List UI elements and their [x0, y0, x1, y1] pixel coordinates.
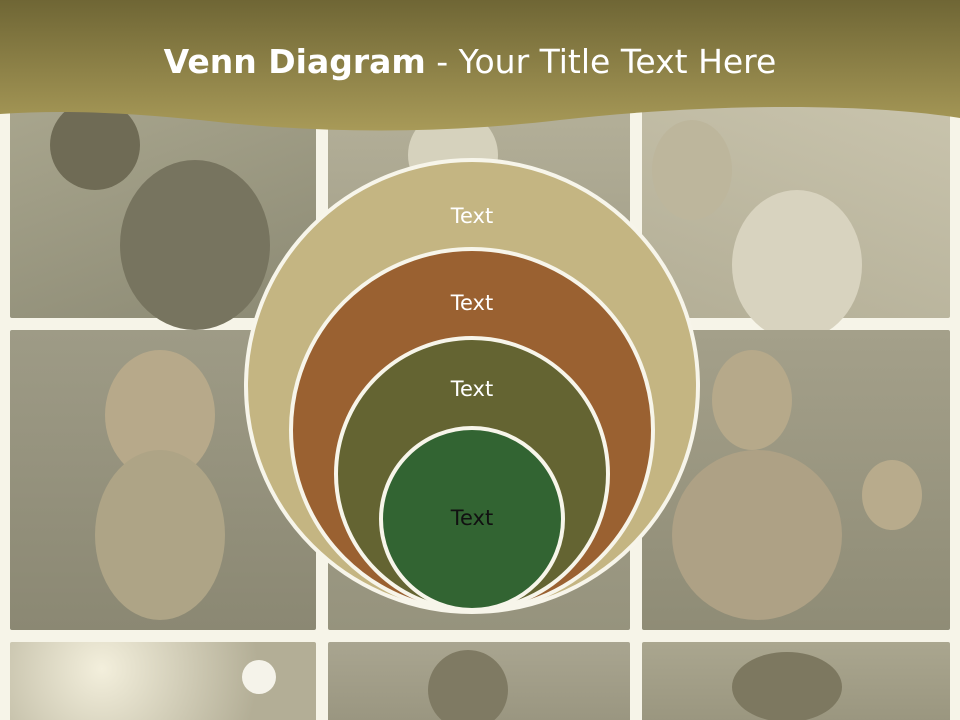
venn-circle-4: [379, 426, 565, 612]
basketball-player-photo: [10, 100, 316, 330]
venn-circle-label-2: Text: [450, 291, 494, 315]
sneakers-photo: [642, 642, 950, 720]
golf-ball-photo: [10, 642, 316, 720]
page-title: Venn Diagram - Your Title Text Here: [0, 40, 940, 84]
header-band: [0, 0, 960, 131]
title-rest: - Your Title Text Here: [425, 42, 777, 81]
venn-circle-label-3: Text: [450, 377, 494, 401]
venn-circle-label-4: Text: [450, 506, 494, 530]
tennis-racket-photo: [642, 100, 950, 340]
athlete-portrait-photo: [328, 642, 630, 720]
venn-circle-label-1: Text: [450, 204, 494, 228]
boxer-photo: [642, 330, 950, 630]
title-bold: Venn Diagram: [163, 42, 426, 81]
